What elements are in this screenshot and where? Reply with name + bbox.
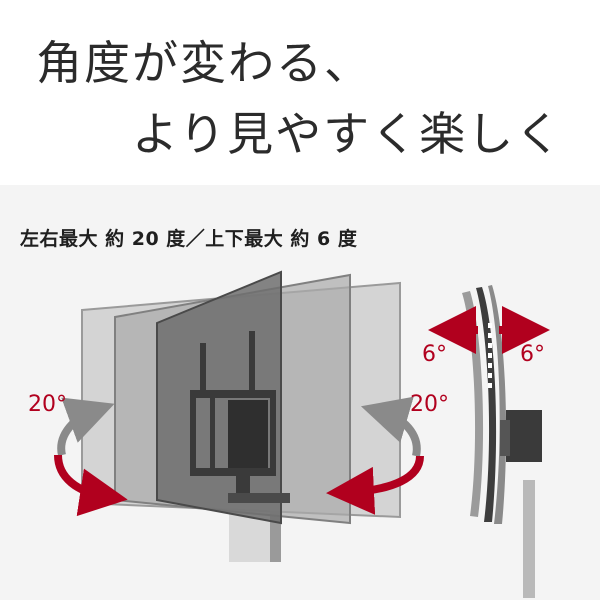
- headline-line-1: 角度が変わる、: [36, 36, 372, 90]
- tilt-back-label: 6°: [520, 342, 545, 367]
- left-swivel-arrow-red: [54, 454, 128, 517]
- tv-tilt-side-view: [428, 285, 550, 598]
- right-swivel-arrow-gray: [360, 396, 421, 457]
- headline-line-2: より見やすく楽しく: [132, 107, 564, 161]
- illustration-area: 左右最大 約 20 度／上下最大 約 6 度: [0, 185, 600, 600]
- right-swivel-arrow-red: [326, 455, 424, 515]
- left-swivel-arrow-gray: [57, 397, 115, 456]
- right-swivel-label: 20°: [410, 392, 449, 417]
- tv-swivel-illustration: [54, 270, 550, 598]
- angle-spec-text: 左右最大 約 20 度／上下最大 約 6 度: [20, 228, 358, 250]
- headline-area: 角度が変わる、 より見やすく楽しく: [0, 0, 600, 185]
- left-swivel-label: 20°: [28, 392, 67, 417]
- mount-bracket: [190, 331, 290, 503]
- tilt-forward-label: 6°: [422, 342, 447, 367]
